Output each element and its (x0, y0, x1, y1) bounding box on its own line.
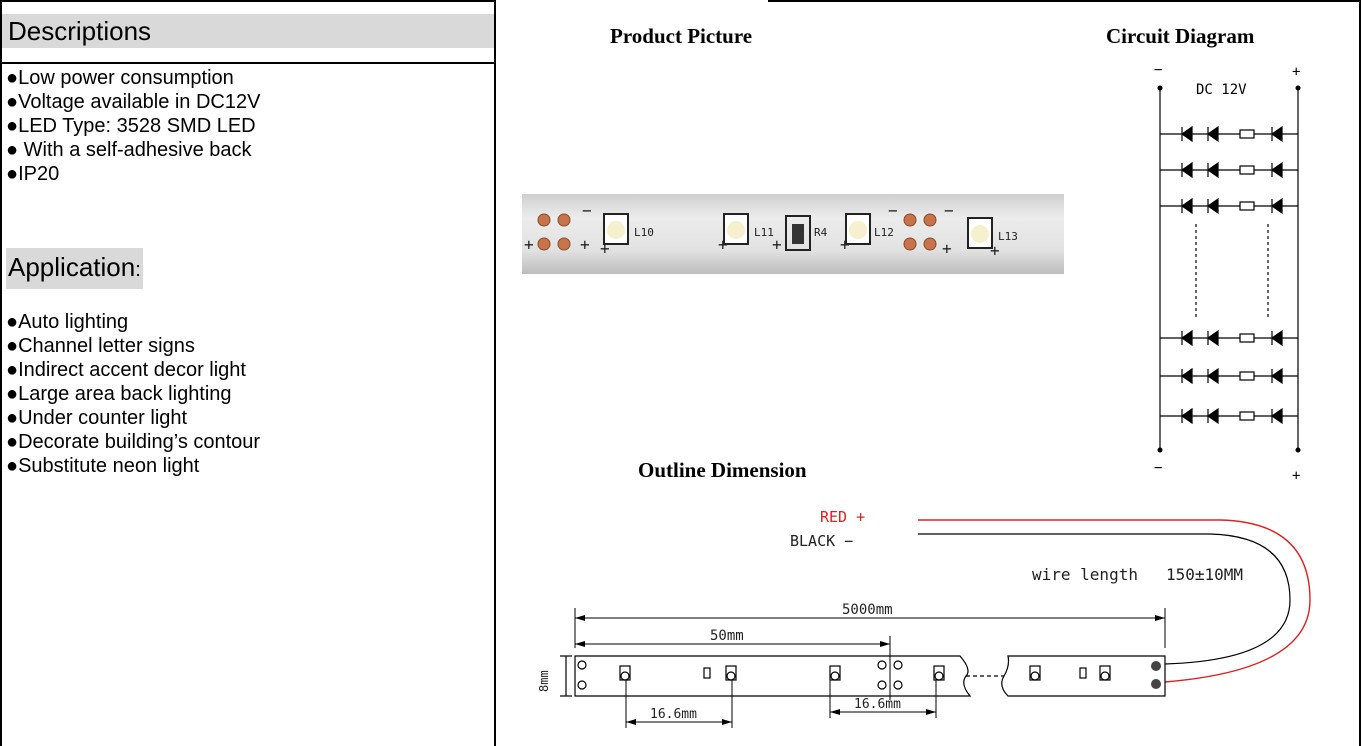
application-item: ●Decorate building’s contour (6, 431, 261, 453)
svg-text:+: + (942, 239, 952, 258)
red-wire (918, 519, 1311, 683)
right-border (1359, 0, 1361, 746)
total-length-dim: 5000mm (842, 602, 893, 618)
description-header-rule (0, 62, 496, 64)
svg-text:+: + (600, 239, 610, 258)
led-pitch-dim-2: 16.6mm (854, 697, 901, 712)
outline-dimension-title: Outline Dimension (638, 458, 807, 482)
descriptions-list: ●Low power consumption ●Voltage availabl… (6, 66, 260, 186)
description-item: ●Low power consumption (6, 67, 234, 89)
circuit-branches (1160, 125, 1298, 425)
circuit-minus-bottom: − (1154, 460, 1162, 476)
application-item: ●Large area back lighting (6, 383, 232, 405)
circuit-diagram-title: Circuit Diagram (1106, 24, 1255, 48)
svg-text:+: + (580, 235, 590, 254)
application-item: ●Indirect accent decor light (6, 359, 246, 381)
circuit-voltage-label: DC 12V (1196, 82, 1247, 98)
segment-length-dim: 50mm (710, 628, 744, 644)
application-title-colon: : (135, 259, 141, 281)
black-wire-label: BLACK − (790, 532, 853, 550)
strip-label: R4 (814, 226, 828, 239)
svg-text:+: + (718, 235, 728, 254)
resistor-component (785, 215, 811, 251)
svg-text:+: + (524, 235, 534, 254)
description-item: ●Voltage available in DC12V (6, 91, 261, 113)
solder-pads (537, 213, 937, 251)
applications-list: ●Auto lighting ●Channel letter signs ●In… (6, 310, 260, 478)
wire-terminal (1151, 679, 1161, 689)
silkscreen-labels: L10 L11 R4 L12 L13 (634, 226, 1018, 243)
strip-outline (560, 655, 1166, 697)
strip-label: L12 (874, 226, 894, 239)
descriptions-title: Descriptions (2, 14, 494, 48)
description-item: ● With a self-adhesive back (6, 139, 252, 161)
application-item: ●Auto lighting (6, 311, 129, 333)
red-wire-label: RED + (820, 508, 865, 526)
svg-text:−: − (888, 201, 898, 220)
svg-text:+: + (990, 241, 1000, 260)
svg-text:+: + (772, 235, 782, 254)
black-wire (918, 533, 1291, 665)
circuit-plus-top: + (1292, 64, 1300, 80)
description-item: ●LED Type: 3528 SMD LED (6, 115, 256, 137)
circuit-plus-bottom: + (1292, 468, 1300, 482)
application-title: Application: (6, 248, 143, 289)
left-border (0, 0, 2, 746)
circuit-minus-top: − (1154, 62, 1162, 78)
column-divider (494, 0, 496, 746)
circuit-diagram: − + DC 12V − + (1154, 62, 1301, 482)
top-border (0, 0, 496, 2)
strip-width-dim: 8mm (537, 670, 551, 692)
top-border-right (768, 0, 1360, 2)
product-picture: L10 L11 R4 L12 L13 ++− +++ +−+ −+ (522, 194, 1064, 274)
wire-terminal (1151, 661, 1161, 671)
svg-text:−: − (582, 201, 592, 220)
svg-text:−: − (944, 201, 954, 220)
application-item: ●Under counter light (6, 407, 188, 429)
strip-label: L13 (998, 230, 1018, 243)
strip-label: L11 (754, 226, 774, 239)
description-item: ●IP20 (6, 163, 60, 185)
wire-length-value: 150±10MM (1166, 565, 1243, 584)
svg-text:+: + (840, 235, 850, 254)
led-chips (603, 213, 993, 249)
led-pitch-dim-1: 16.6mm (650, 707, 697, 722)
application-item: ●Channel letter signs (6, 335, 195, 357)
outline-dimension-drawing: RED + BLACK − wire length 150±10MM 5000m… (537, 508, 1311, 728)
application-title-text: Application (8, 252, 136, 282)
application-item: ●Substitute neon light (6, 455, 200, 477)
wire-length-label: wire length (1032, 565, 1138, 584)
product-picture-title: Product Picture (610, 24, 753, 48)
strip-label: L10 (634, 226, 654, 239)
